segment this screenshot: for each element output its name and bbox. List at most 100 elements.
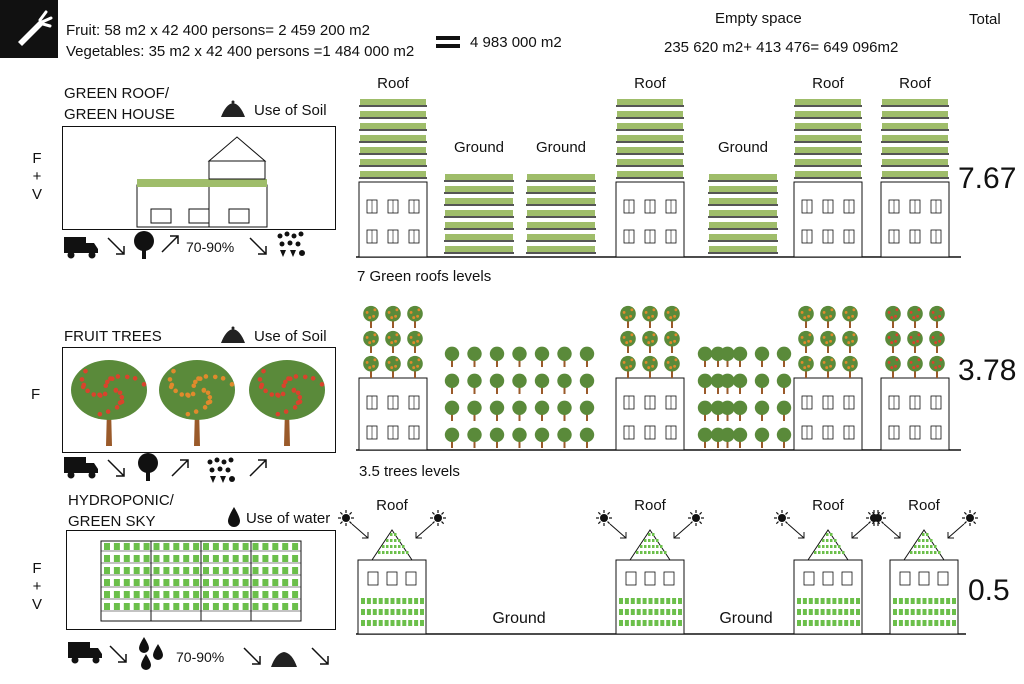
shelf <box>708 240 778 242</box>
hydro-plant <box>193 555 200 562</box>
tree-icon <box>444 373 460 394</box>
greenroof-use-label: Use of Soil <box>254 102 327 119</box>
roof-label: Roof <box>376 497 409 514</box>
greenroof-side-label: F+V <box>31 150 42 203</box>
hydro-plant <box>193 567 200 574</box>
hydro-plant <box>282 543 289 550</box>
sun-icon <box>688 510 704 526</box>
tree-icon <box>407 355 423 378</box>
tree-icon <box>444 400 460 421</box>
hydro-plant <box>203 603 209 610</box>
green-layer <box>445 198 513 204</box>
arrow-up-right-icon <box>171 459 189 477</box>
shelf <box>794 165 862 167</box>
hydro-plant <box>242 591 249 598</box>
shelf <box>616 105 684 107</box>
shelf <box>444 240 514 242</box>
hydro-plant <box>143 555 150 562</box>
green-layer <box>709 210 777 216</box>
hydro-plant <box>143 567 150 574</box>
hydro-plant <box>222 543 229 550</box>
hydro-plant <box>143 603 150 610</box>
hydro-plant <box>242 555 249 562</box>
hydro-plant <box>262 579 269 586</box>
tree-icon <box>557 373 572 394</box>
green-layer <box>360 159 426 165</box>
shelf <box>526 228 596 230</box>
hydro-use-label: Use of water <box>246 510 331 527</box>
green-layer <box>445 174 513 180</box>
tree-icon <box>732 346 748 367</box>
green-layer <box>445 246 513 252</box>
hydro-plant <box>183 555 190 562</box>
hydro-building <box>615 529 685 635</box>
empty-space-title: Empty space <box>715 10 802 27</box>
green-layer <box>617 123 683 129</box>
tree-icon <box>534 427 550 448</box>
fruit-tree-icon <box>71 360 147 446</box>
green-layer <box>617 111 683 117</box>
tree-icon <box>754 373 770 394</box>
tree-icon <box>710 427 726 448</box>
fruit-formula: Fruit: 58 m2 x 42 400 persons= 2 459 200… <box>66 22 370 39</box>
hydro-plant <box>292 603 299 610</box>
hydro-plant <box>292 591 299 598</box>
hydro-plant <box>203 567 209 574</box>
building <box>615 181 685 258</box>
fruittrees-side-label: F <box>31 386 41 403</box>
green-layer <box>617 171 683 177</box>
hydro-plant <box>113 579 120 586</box>
ground-label: Ground <box>718 139 768 156</box>
shelf <box>526 216 596 218</box>
shelf <box>526 180 596 182</box>
greenroof-title-2: GREEN HOUSE <box>64 106 175 123</box>
fruittrees-total: 3.78 <box>958 354 1017 387</box>
hydro-plant <box>292 579 299 586</box>
green-layer <box>617 147 683 153</box>
green-layer <box>709 234 777 240</box>
tree-icon <box>907 330 923 353</box>
tree-icon <box>579 400 595 421</box>
hydro-plant <box>113 567 120 574</box>
ground-label: Ground <box>454 139 504 156</box>
tree-icon <box>134 231 154 259</box>
hydro-plant <box>242 603 249 610</box>
hydro-plant <box>133 579 140 586</box>
tree-icon <box>467 346 482 367</box>
shelf <box>526 204 596 206</box>
hydro-plant <box>183 567 190 574</box>
hydro-plant <box>272 591 279 598</box>
hydro-plant <box>123 567 130 574</box>
hydro-plant <box>113 603 120 610</box>
tree-icon <box>754 427 770 448</box>
hydro-plant <box>252 543 259 550</box>
greenroof-percent: 70-90% <box>186 239 235 255</box>
green-layer <box>795 159 861 165</box>
tree-icon <box>512 427 527 448</box>
tree-icon <box>776 346 792 367</box>
tree-icon <box>444 427 460 448</box>
tree-icon <box>138 453 158 481</box>
hydro-plant <box>133 591 140 598</box>
sun-icon <box>338 510 354 526</box>
green-layer <box>882 111 948 117</box>
hydro-total: 0.5 <box>968 574 1010 607</box>
tree-icon <box>489 373 505 394</box>
arrow-down-right-icon <box>249 237 267 255</box>
ground-label: Ground <box>719 610 772 627</box>
tree-icon <box>579 427 595 448</box>
hydro-plant <box>282 591 289 598</box>
tree-icon <box>842 305 858 328</box>
tree-icon <box>929 355 945 378</box>
green-layer <box>360 135 426 141</box>
tree-icon <box>385 305 401 328</box>
tree-icon <box>664 355 680 378</box>
tree-icon <box>557 346 572 367</box>
fruit-tree-icon <box>249 360 325 446</box>
hydro-plant <box>133 555 140 562</box>
hydro-plant <box>203 555 209 562</box>
arrow-down-right-icon <box>109 645 127 663</box>
hydro-plant <box>183 543 190 550</box>
shelf <box>359 129 427 131</box>
hydro-plant <box>153 543 160 550</box>
